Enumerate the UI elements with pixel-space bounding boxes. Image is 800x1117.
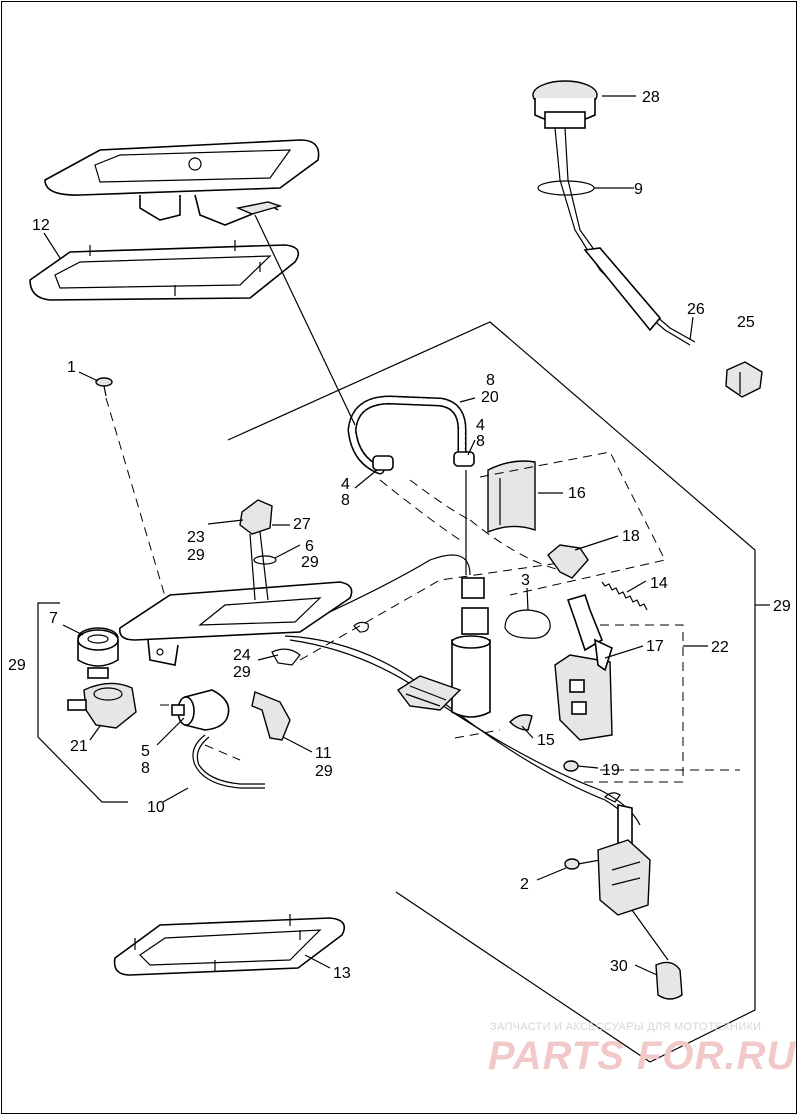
callout-8-filter: 8 <box>141 760 150 777</box>
callout-16: 16 <box>568 485 586 502</box>
callout-30: 30 <box>610 958 628 975</box>
callout-28: 28 <box>642 89 660 106</box>
callout-21: 21 <box>70 738 88 755</box>
callout-29-connector: 29 <box>187 547 205 564</box>
callout-20: 20 <box>481 389 499 406</box>
fuel-level-sender-cap-28 <box>532 80 696 346</box>
callout-6: 6 <box>305 538 314 555</box>
clamp-3 <box>504 609 551 639</box>
clip-15 <box>509 714 533 731</box>
callout-13: 13 <box>333 965 351 982</box>
pump-mounting-plate <box>118 581 353 666</box>
bracket-11 <box>251 691 291 741</box>
dashed-box-22 <box>454 624 740 783</box>
callout-19: 19 <box>602 762 620 779</box>
connector-25 <box>725 361 763 398</box>
o-ring-6 <box>253 555 277 565</box>
callout-29-clip: 29 <box>233 664 251 681</box>
hose-clamp-4-right <box>453 451 475 467</box>
callout-15: 15 <box>537 732 555 749</box>
callout-12: 12 <box>32 217 50 234</box>
nut-19 <box>563 760 579 772</box>
fuel-pump <box>451 577 491 718</box>
callout-4-left: 4 <box>341 476 350 493</box>
watermark-logo: PARTS FOR.RU <box>488 1034 797 1078</box>
watermark-subtitle: ЗАПЧАСТИ И АКСЕССУАРЫ ДЛЯ МОТОТЕХНИКИ <box>490 1021 762 1033</box>
dashed-box-16-18 <box>479 451 666 596</box>
callout-7: 7 <box>49 610 58 627</box>
callout-11: 11 <box>315 745 332 762</box>
callout-8-hose: 8 <box>486 372 495 389</box>
hose-clamp-4-left <box>372 455 394 471</box>
gasket-13 <box>113 914 346 976</box>
callout-8-left: 8 <box>341 492 350 509</box>
fuel-filter-5 <box>171 689 230 731</box>
callout-2: 2 <box>520 876 529 893</box>
hose-10 <box>192 734 265 789</box>
clip-small <box>603 792 621 803</box>
o-ring-9 <box>537 180 595 196</box>
callout-29-right: 29 <box>773 598 791 615</box>
callout-27: 27 <box>293 516 311 533</box>
gasket-12 <box>29 240 300 301</box>
callout-18: 18 <box>622 528 640 545</box>
grommet-small <box>353 621 369 633</box>
leader-lines <box>43 95 770 976</box>
level-sender-30 <box>597 804 683 1000</box>
fuel-hose-20 <box>347 395 475 475</box>
callout-labels: 1 2 3 4 8 4 8 5 8 6 29 7 8 20 9 10 11 29… <box>8 89 791 982</box>
callout-26: 26 <box>687 301 705 318</box>
callout-1: 1 <box>67 359 76 376</box>
callout-24: 24 <box>233 647 251 664</box>
callout-9: 9 <box>634 181 643 198</box>
callout-14: 14 <box>650 575 668 592</box>
screw-2 <box>564 858 601 870</box>
spring-14 <box>601 581 648 611</box>
callout-3: 3 <box>521 572 530 589</box>
callout-29-bracket: 29 <box>315 763 333 780</box>
callout-5: 5 <box>141 743 150 760</box>
callout-17: 17 <box>646 638 664 655</box>
assembly-guide-lines <box>160 214 641 826</box>
top-flange-plate <box>44 139 320 226</box>
filter-sleeve-16 <box>487 460 536 534</box>
callout-23: 23 <box>187 529 205 546</box>
callout-22: 22 <box>711 639 729 656</box>
callout-25: 25 <box>737 314 755 331</box>
connector-27 <box>239 499 277 601</box>
level-sender-bracket-17 <box>554 594 613 741</box>
assembly-outline <box>37 321 756 1063</box>
bracket-18 <box>547 544 589 579</box>
callout-8-right: 8 <box>476 433 485 450</box>
pump-filter-screen <box>396 675 462 711</box>
callout-29-o-ring: 29 <box>301 554 319 571</box>
callout-4-right: 4 <box>476 417 485 434</box>
callout-10: 10 <box>147 799 165 816</box>
clip-24 <box>271 648 301 666</box>
pressure-regulator-7 <box>77 627 119 679</box>
callout-29-left: 29 <box>8 657 26 674</box>
fitting-21 <box>67 682 137 729</box>
